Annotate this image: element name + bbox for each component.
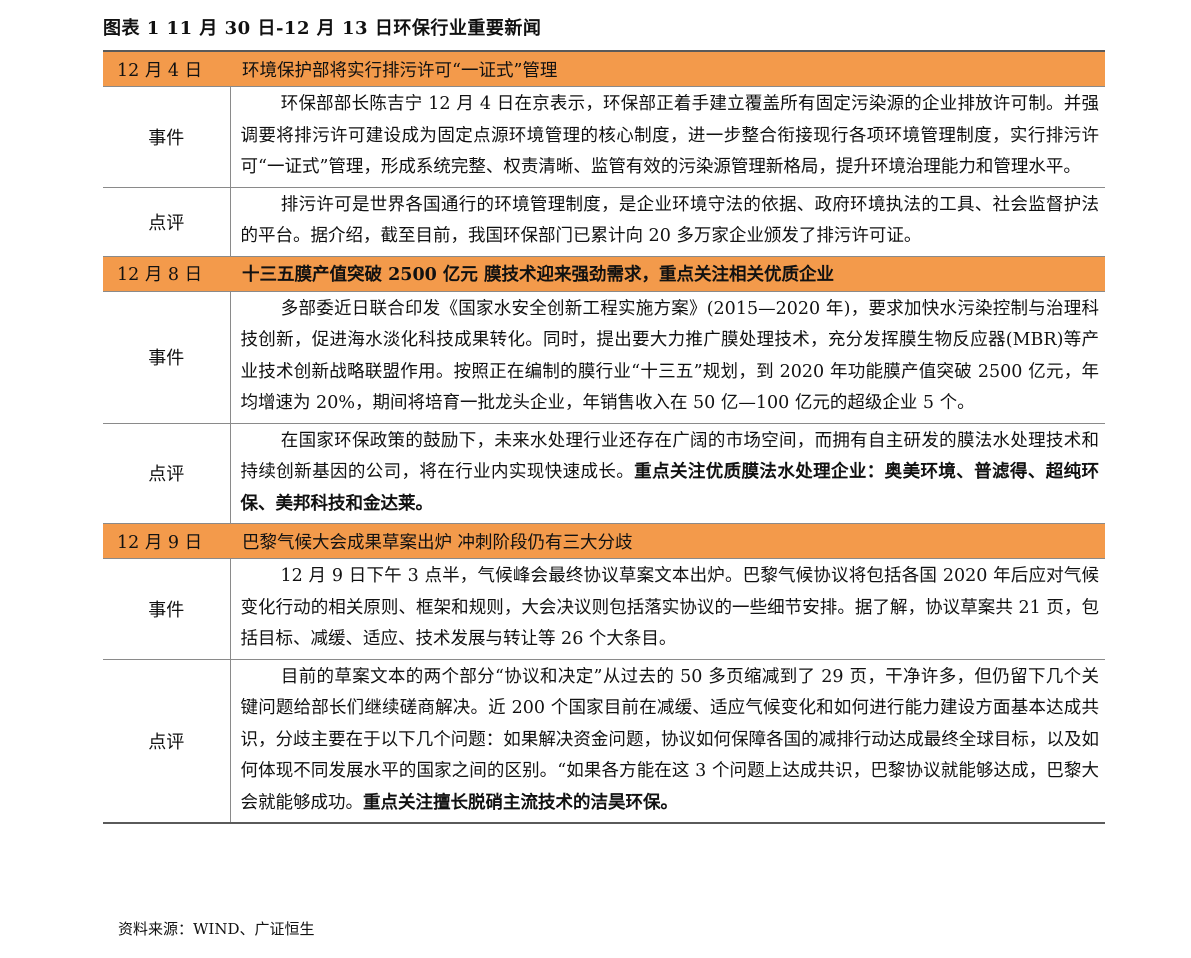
figure-title: 图表 1 11 月 30 日-12 月 13 日环保行业重要新闻	[103, 18, 542, 39]
news-headline: 巴黎气候大会成果草案出炉 冲刺阶段仍有三大分歧	[230, 523, 1105, 559]
news-header-row: 12 月 9 日 巴黎气候大会成果草案出炉 冲刺阶段仍有三大分歧	[103, 523, 1105, 559]
news-table: 12 月 4 日 环境保护部将实行排污许可“一证式”管理 事件 环保部部长陈吉宁…	[103, 50, 1105, 824]
event-row: 事件 环保部部长陈吉宁 12 月 4 日在京表示，环保部正着手建立覆盖所有固定污…	[103, 86, 1105, 188]
comment-row: 点评 排污许可是世界各国通行的环境管理制度，是企业环境守法的依据、政府环境执法的…	[103, 187, 1105, 257]
comment-text: 目前的草案文本的两个部分“协议和决定”从过去的 50 多页缩减到了 29 页，干…	[240, 666, 1100, 813]
event-label: 事件	[103, 558, 231, 660]
event-text-cell: 环保部部长陈吉宁 12 月 4 日在京表示，环保部正着手建立覆盖所有固定污染源的…	[230, 86, 1105, 188]
comment-label: 点评	[103, 659, 231, 824]
comment-row: 点评 在国家环保政策的鼓励下，未来水处理行业还存在广阔的市场空间，而拥有自主研发…	[103, 423, 1105, 524]
source-note: 资料来源：WIND、广证恒生	[118, 920, 315, 938]
comment-highlight: 重点关注擅长脱硝主流技术的洁昊环保。	[363, 792, 678, 813]
news-header-row: 12 月 4 日 环境保护部将实行排污许可“一证式”管理	[103, 51, 1105, 87]
news-date: 12 月 4 日	[103, 51, 230, 87]
news-date: 12 月 9 日	[103, 523, 230, 559]
comment-text-cell: 排污许可是世界各国通行的环境管理制度，是企业环境守法的依据、政府环境执法的工具、…	[230, 187, 1105, 257]
comment-text: 在国家环保政策的鼓励下，未来水处理行业还存在广阔的市场空间，而拥有自主研发的膜法…	[240, 430, 1100, 483]
comment-text-cell: 目前的草案文本的两个部分“协议和决定”从过去的 50 多页缩减到了 29 页，干…	[230, 659, 1105, 824]
news-headline: 环境保护部将实行排污许可“一证式”管理	[230, 51, 1105, 87]
comment-row: 点评 目前的草案文本的两个部分“协议和决定”从过去的 50 多页缩减到了 29 …	[103, 659, 1105, 824]
event-row: 事件 多部委近日联合印发《国家水安全创新工程实施方案》(2015—2020 年)…	[103, 291, 1105, 424]
event-text: 多部委近日联合印发《国家水安全创新工程实施方案》(2015—2020 年)，要求…	[240, 298, 1100, 414]
event-text-cell: 多部委近日联合印发《国家水安全创新工程实施方案》(2015—2020 年)，要求…	[230, 291, 1105, 424]
comment-highlight: 重点关注优质膜法水处理企业：奥美环境、普滤得、超纯环保、美邦科技和金达莱。	[240, 462, 1100, 514]
news-date: 12 月 8 日	[103, 256, 230, 292]
comment-label: 点评	[103, 187, 231, 257]
event-text-cell: 12 月 9 日下午 3 点半，气候峰会最终协议草案文本出炉。巴黎气候协议将包括…	[230, 558, 1105, 660]
news-headline: 十三五膜产值突破 2500 亿元 膜技术迎来强劲需求，重点关注相关优质企业	[230, 256, 1105, 292]
event-row: 事件 12 月 9 日下午 3 点半，气候峰会最终协议草案文本出炉。巴黎气候协议…	[103, 558, 1105, 660]
event-text: 12 月 9 日下午 3 点半，气候峰会最终协议草案文本出炉。巴黎气候协议将包括…	[240, 566, 1100, 649]
comment-text-cell: 在国家环保政策的鼓励下，未来水处理行业还存在广阔的市场空间，而拥有自主研发的膜法…	[230, 423, 1105, 524]
comment-label: 点评	[103, 423, 231, 524]
comment-text: 排污许可是世界各国通行的环境管理制度，是企业环境守法的依据、政府环境执法的工具、…	[240, 194, 1100, 247]
event-text: 环保部部长陈吉宁 12 月 4 日在京表示，环保部正着手建立覆盖所有固定污染源的…	[240, 94, 1100, 177]
news-header-row: 12 月 8 日 十三五膜产值突破 2500 亿元 膜技术迎来强劲需求，重点关注…	[103, 256, 1105, 292]
event-label: 事件	[103, 291, 231, 424]
event-label: 事件	[103, 86, 231, 188]
